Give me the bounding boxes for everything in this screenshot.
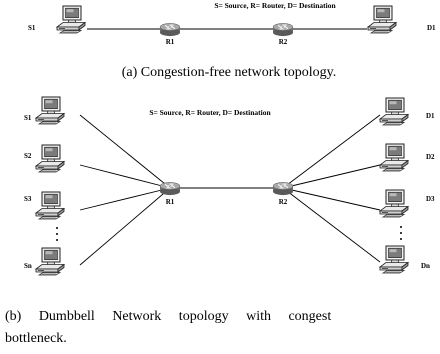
desktop-computer-icon xyxy=(35,191,65,220)
desktop-computer-icon xyxy=(379,245,409,274)
source-label-s3: S3 xyxy=(24,195,32,203)
link-r2-d2 xyxy=(282,164,381,189)
source-label-sn: Sn xyxy=(24,262,32,270)
figure-a-caption: (a) Congestion-free network topology. xyxy=(122,65,336,80)
link-s3-r1 xyxy=(79,187,171,211)
desktop-computer-icon xyxy=(56,5,86,34)
router-icon xyxy=(272,181,294,196)
desktop-computer-icon xyxy=(35,144,65,173)
figure-b-caption-line1: (b) Dumbbell Network topology with conge… xyxy=(5,309,331,324)
router-label-r1: R1 xyxy=(166,38,175,46)
destination-label-d3: D3 xyxy=(426,195,435,203)
desktop-computer-icon xyxy=(367,5,397,34)
desktop-computer-icon xyxy=(379,97,409,126)
figure-b-dumbbell: S= Source, R= Router, D= Destination S1 … xyxy=(5,96,435,346)
router-label-r2: R2 xyxy=(279,38,288,46)
figure-b-legend: S= Source, R= Router, D= Destination xyxy=(149,108,271,117)
router-icon xyxy=(272,22,294,37)
router-icon xyxy=(159,22,181,37)
router-icon xyxy=(159,181,181,196)
desktop-computer-icon xyxy=(379,189,409,218)
link-r2-dn xyxy=(282,187,381,263)
source-label-s1: S1 xyxy=(24,114,32,122)
desktop-computer-icon xyxy=(35,96,65,125)
source-label-s2: S2 xyxy=(24,152,32,160)
desktop-computer-icon xyxy=(379,143,409,172)
destination-label-d1: D1 xyxy=(426,112,435,120)
link-s1-r1 xyxy=(79,114,171,189)
link-r2-d3 xyxy=(282,187,381,211)
destination-label-d1: D1 xyxy=(427,24,436,32)
router-label-r2: R2 xyxy=(279,198,288,206)
destination-label-d2: D2 xyxy=(426,153,435,161)
figure-a-legend: S= Source, R= Router, D= Destination xyxy=(214,1,336,10)
link-s2-r1 xyxy=(79,164,171,189)
link-sn-r1 xyxy=(79,187,171,266)
link-r2-d1 xyxy=(282,114,381,189)
desktop-computer-icon xyxy=(35,247,65,276)
router-label-r1: R1 xyxy=(166,198,175,206)
destination-label-dn: Dn xyxy=(421,262,430,270)
figure-a-congestion-free: S= Source, R= Router, D= Destination S1 … xyxy=(28,1,436,80)
vertical-ellipsis-right xyxy=(400,226,402,240)
vertical-ellipsis-left xyxy=(56,227,58,241)
source-label-s1: S1 xyxy=(28,24,36,32)
figure-b-caption-line2: bottleneck. xyxy=(5,331,67,346)
